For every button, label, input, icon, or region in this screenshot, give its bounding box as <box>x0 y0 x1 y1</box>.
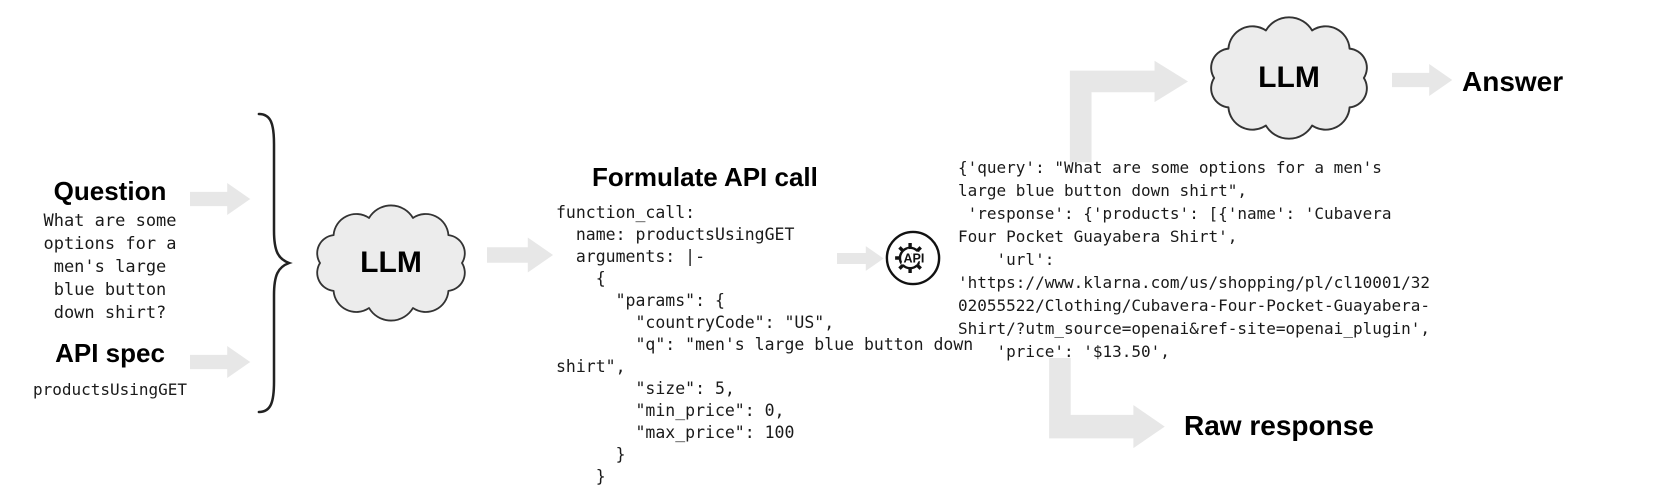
response-to-raw-arrow-icon <box>1040 358 1168 454</box>
answer-label: Answer <box>1462 66 1564 97</box>
api-arrow-icon <box>837 242 885 275</box>
question-arrow-icon <box>190 181 252 217</box>
llm-cloud-icon: LLM <box>300 193 482 333</box>
llm-top-label: LLM <box>1258 61 1320 94</box>
question-label: Question <box>53 176 167 206</box>
answer-arrow-icon <box>1392 61 1454 99</box>
function-call-code: function_call: name: productsUsingGET ar… <box>556 203 974 486</box>
response-to-llm-arrow-icon <box>1062 58 1190 163</box>
api-response-text: {'query': "What are some options for a m… <box>958 158 1431 361</box>
curly-brace-icon <box>248 112 298 414</box>
api-gear-icon: API <box>884 229 942 287</box>
api-spec-arrow-icon <box>190 344 252 380</box>
llm-left-label: LLM <box>360 246 422 279</box>
api-icon-label: API <box>904 251 925 265</box>
raw-response-label: Raw response <box>1184 410 1374 441</box>
question-text: What are some options for a men's large … <box>43 211 177 323</box>
formulate-title: Formulate API call <box>592 162 818 192</box>
api-spec-label: API spec <box>55 338 165 368</box>
formulate-arrow-icon <box>487 235 555 275</box>
llm-cloud-top-icon: LLM <box>1193 6 1385 150</box>
api-spec-value: productsUsingGET <box>32 380 188 399</box>
